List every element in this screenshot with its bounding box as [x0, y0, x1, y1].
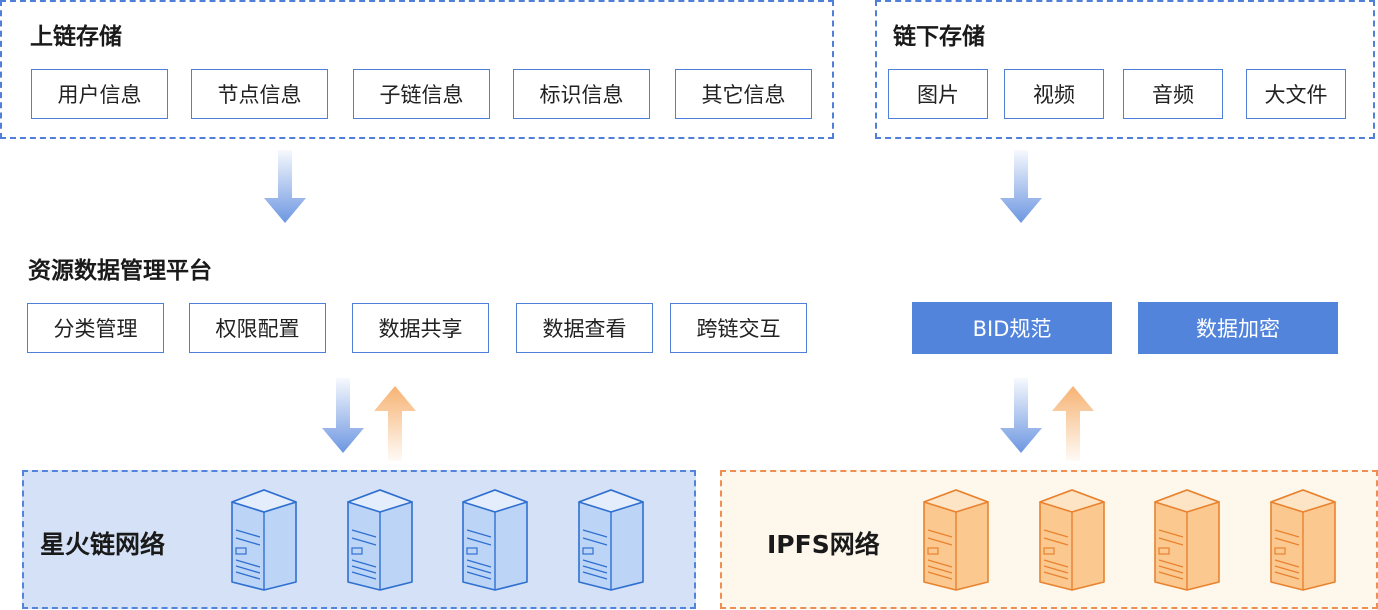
onchain-item-node-info: 节点信息 — [191, 69, 328, 119]
onchain-item-identifier-info: 标识信息 — [513, 69, 650, 119]
platform-item-permission: 权限配置 — [189, 303, 326, 353]
ipfs-network-label: IPFS网络 — [767, 530, 880, 559]
server-icon — [462, 489, 528, 591]
server-icon — [1039, 489, 1105, 591]
offchain-item-image: 图片 — [888, 69, 988, 119]
starfire-network-label: 星火链网络 — [40, 530, 166, 559]
onchain-item-user-info: 用户信息 — [31, 69, 168, 119]
platform-up-arrow — [374, 386, 416, 461]
offchain-down-arrow — [1000, 150, 1042, 223]
features-down-arrow — [1000, 378, 1042, 453]
platform-down-arrow — [322, 378, 364, 453]
server-icon — [578, 489, 644, 591]
offchain-item-large-file: 大文件 — [1246, 69, 1346, 119]
feature-data-encryption: 数据加密 — [1138, 302, 1338, 354]
offchain-item-video: 视频 — [1004, 69, 1104, 119]
server-icon — [231, 489, 297, 591]
server-icon — [1270, 489, 1336, 591]
server-icon — [347, 489, 413, 591]
onchain-down-arrow — [264, 150, 306, 223]
onchain-item-subchain-info: 子链信息 — [353, 69, 490, 119]
server-icon — [1154, 489, 1220, 591]
onchain-storage-title: 上链存储 — [30, 24, 122, 50]
platform-title: 资源数据管理平台 — [28, 258, 212, 284]
onchain-item-other-info: 其它信息 — [675, 69, 812, 119]
onchain-storage-group — [0, 0, 834, 139]
offchain-storage-title: 链下存储 — [893, 24, 985, 50]
server-icon — [923, 489, 989, 591]
feature-bid-spec: BID规范 — [912, 302, 1112, 354]
features-up-arrow — [1052, 386, 1094, 461]
offchain-storage-group — [875, 0, 1375, 139]
platform-item-data-view: 数据查看 — [516, 303, 653, 353]
platform-item-classification: 分类管理 — [27, 303, 164, 353]
platform-item-cross-chain: 跨链交互 — [670, 303, 807, 353]
offchain-item-audio: 音频 — [1123, 69, 1223, 119]
platform-item-data-sharing: 数据共享 — [352, 303, 489, 353]
